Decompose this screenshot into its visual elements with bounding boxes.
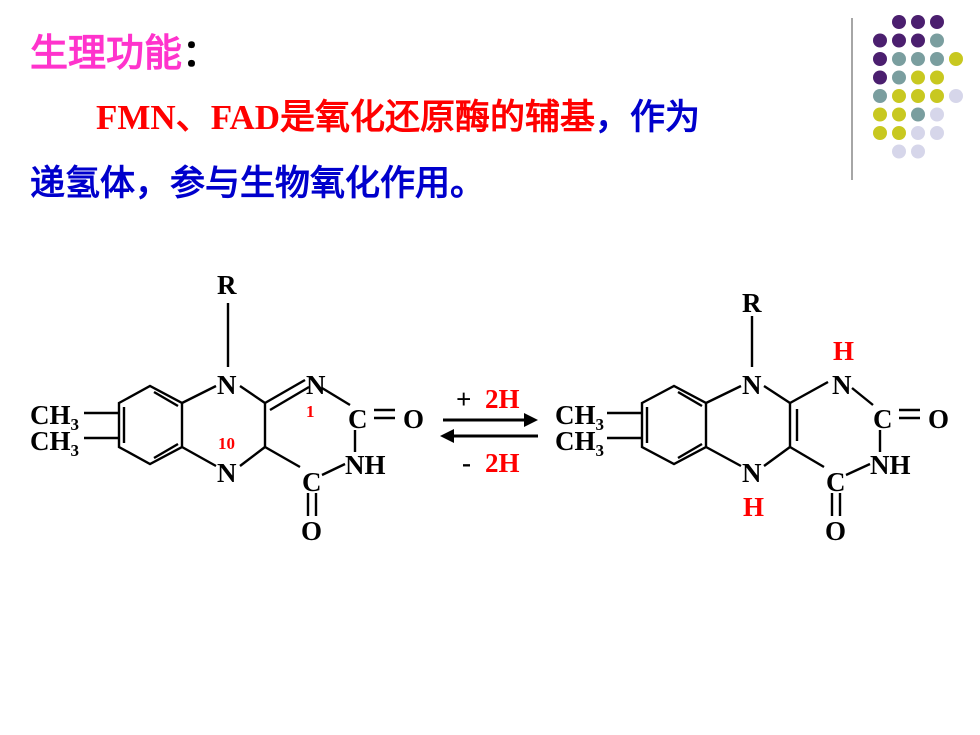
forward-2h-label: 2H xyxy=(485,384,520,414)
decorative-dot-grid xyxy=(873,15,963,159)
decorative-dot xyxy=(873,52,887,66)
decorative-dot xyxy=(911,89,925,103)
oxidized-methyl-bottom: CH3 xyxy=(30,426,79,460)
oxidized-n1: N xyxy=(306,370,326,400)
decorative-dot xyxy=(911,144,925,159)
decorative-dot xyxy=(949,89,963,103)
decorative-dot xyxy=(892,52,906,66)
decorative-dot xyxy=(911,107,925,122)
oxidized-n5: N xyxy=(217,458,237,488)
decorative-dot xyxy=(873,107,887,122)
decorative-dot xyxy=(892,126,906,140)
reverse-2h-label: 2H xyxy=(485,448,520,478)
decorative-dot xyxy=(873,70,887,85)
heading-label: 生理功能 xyxy=(30,31,183,75)
decorative-dot xyxy=(873,33,887,48)
reduced-n10: N xyxy=(742,370,762,400)
oxidized-n10: N xyxy=(217,370,237,400)
reduced-methyl-bottom: CH3 xyxy=(555,426,604,460)
forward-arrowhead xyxy=(524,413,538,427)
decorative-dot xyxy=(911,126,925,140)
oxidized-atoms: R N N 1 10 N C O NH C O CH3 CH3 xyxy=(30,270,424,546)
decorative-divider xyxy=(851,18,853,180)
reduced-atoms: R H N N C O NH N H C O CH3 CH3 xyxy=(555,288,949,546)
decorative-dot xyxy=(911,70,925,85)
oxidized-methyl-top: CH3 xyxy=(30,400,79,434)
oxidized-bottom-o: O xyxy=(301,516,322,546)
plus-sign: + xyxy=(456,384,471,414)
decorative-dot xyxy=(930,70,944,85)
equilibrium-arrows xyxy=(440,413,538,443)
reduced-methyl-top: CH3 xyxy=(555,400,604,434)
section-heading: 生理功能： xyxy=(30,34,220,72)
position-10-label: 10 xyxy=(218,434,235,453)
reverse-arrowhead xyxy=(440,429,454,443)
decorative-dot xyxy=(892,33,906,48)
body-line-1: FMN、FAD是氧化还原酶的辅基，作为 xyxy=(96,100,700,136)
oxidized-bonds xyxy=(84,303,395,516)
reduced-n1: N xyxy=(832,370,852,400)
decorative-dot xyxy=(949,52,963,66)
reduced-bottom-o: O xyxy=(825,516,846,546)
decorative-dot xyxy=(930,52,944,66)
decorative-dot xyxy=(892,70,906,85)
as-text: ，作为 xyxy=(595,98,701,138)
minus-sign: - xyxy=(462,448,471,478)
decorative-dot xyxy=(873,126,887,140)
oxidized-r-group: R xyxy=(217,270,237,300)
decorative-dot xyxy=(911,15,925,29)
decorative-dot xyxy=(911,52,925,66)
decorative-dot xyxy=(892,144,906,159)
oxidized-nh: NH xyxy=(345,450,386,480)
reduced-bottom-c: C xyxy=(826,467,846,497)
decorative-dot xyxy=(930,33,944,48)
heading-colon: ： xyxy=(182,31,221,75)
reduced-n5: N xyxy=(742,458,762,488)
oxidized-carbonyl-c: C xyxy=(348,404,368,434)
reduced-nh: NH xyxy=(870,450,911,480)
oxidized-bottom-c: C xyxy=(302,467,322,497)
reduced-bonds xyxy=(607,316,920,516)
reduced-r-group: R xyxy=(742,288,762,318)
decorative-dot xyxy=(892,15,906,29)
decorative-dot xyxy=(930,126,944,140)
decorative-dot xyxy=(930,15,944,29)
reduced-carbonyl-c: C xyxy=(873,404,893,434)
decorative-dot xyxy=(930,89,944,103)
oxidized-carbonyl-o: O xyxy=(403,404,424,434)
decorative-dot xyxy=(930,107,944,122)
enzyme-role-text: 是氧化还原酶的辅基 xyxy=(280,98,596,138)
reduced-h-n1: H xyxy=(833,336,854,366)
decorative-dot xyxy=(911,33,925,48)
position-1-label: 1 xyxy=(306,402,315,421)
body-line-2: 递氢体，参与生物氧化作用。 xyxy=(30,164,486,204)
reduced-h-n5: H xyxy=(743,492,764,522)
reduced-carbonyl-o: O xyxy=(928,404,949,434)
decorative-dot xyxy=(892,89,906,103)
decorative-dot xyxy=(892,107,906,122)
decorative-dot xyxy=(873,89,887,103)
coenzyme-names: FMN、FAD xyxy=(96,98,281,137)
